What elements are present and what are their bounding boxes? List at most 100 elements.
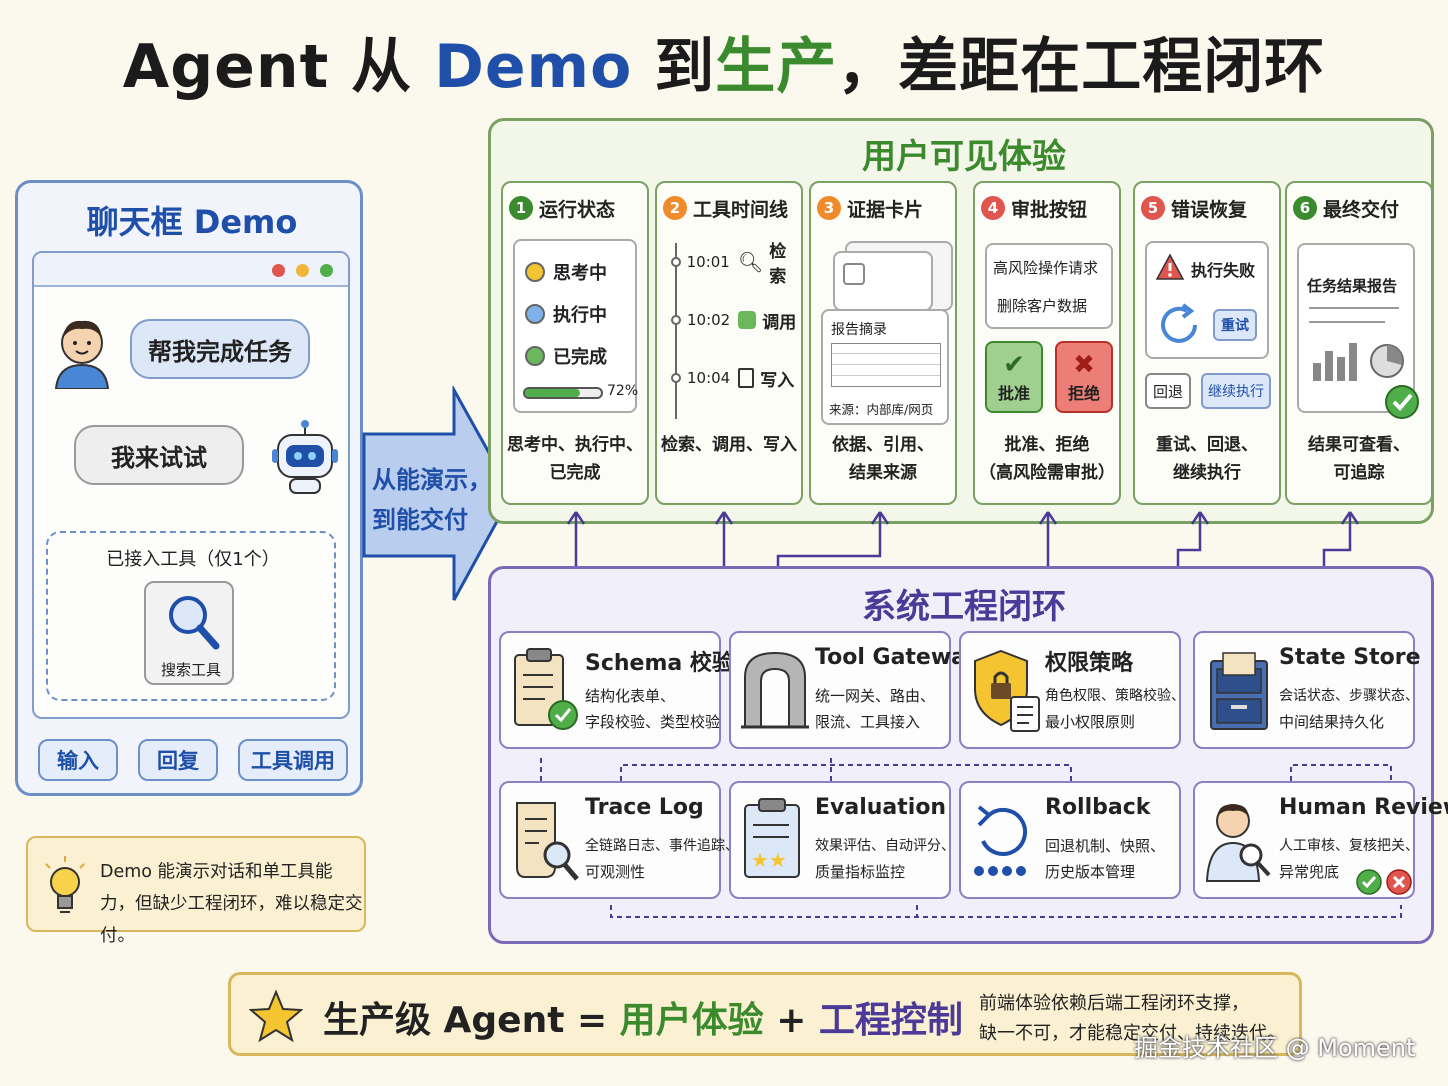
robot-icon [272,420,338,494]
step-number-badge: 1 [509,196,533,220]
timeline-label: 检索 [769,242,787,287]
formula-side-note: 前端体验依赖后端工程闭环支撑， 缺一不可，才能稳定交付、持续迭代。 [979,989,1299,1049]
ux-card-header: 2 工具时间线 [663,193,803,223]
status-box: 思考中 执行中 已完成 72% [513,239,639,413]
retry-button[interactable]: 重试 [1213,309,1257,341]
ux-card-title: 运行状态 [539,198,616,221]
lightbulb-icon [45,856,85,913]
approve-reject-icons [1356,869,1412,895]
sys-card-permission-policy: 权限策略 角色权限、策略校验、 最小权限原则 [959,631,1185,749]
arrow-caption: 从能演示， 到能交付 [372,460,492,540]
user-message-bubble: 帮我完成任务 [130,319,310,379]
page-title: Agent 从 Demo 到生产，差距在工程闭环 [122,32,1326,102]
caption-line2: （高风险需审批） [979,463,1115,483]
reviewer-person-icon [1205,804,1271,882]
sys-card-desc: 角色权限、策略校验、 最小权限原则 [1045,683,1185,735]
approve-label: 批准 [997,384,1030,403]
status-done-label: 已完成 [553,347,607,368]
arrowhead-icon [714,511,734,525]
report-chart-icon [1313,343,1404,381]
status-done: 已完成 [525,341,635,371]
sys-card-title: Trace Log [585,795,704,820]
user-avatar-icon [54,320,110,389]
search-icon: 🔍︎ [737,250,764,274]
sys-card-desc: 会话状态、步骤状态、 中间结果持久化 [1279,683,1419,735]
desc-line2: 中间结果持久化 [1279,713,1385,731]
caption-line1: 重试、回退、 [1156,435,1258,455]
formula-eng: 工程控制 [818,1000,963,1041]
sys-card-title: 权限策略 [1045,651,1134,676]
gateway-arch-icon [741,651,809,729]
sys-card-tool-gateway: Tool Gateway 统一网关、路由、 限流、工具接入 [729,631,980,749]
ux-card-caption: 结果可查看、 可追踪 [1287,431,1431,487]
rollback-button[interactable]: 回退 [1145,373,1191,409]
connector-arrow [776,512,882,570]
timeline-node-icon [671,315,681,325]
sys-card-desc: 效果评估、自动评分、 质量指标监控 [815,833,955,885]
timeline-item: 10:04 写入 [671,363,794,393]
arrow-caption-line2: 到能交付 [372,506,468,534]
evidence-summary-label: 报告摘录 [831,322,887,338]
evidence-table [831,343,941,387]
caption-line2: 继续执行 [1173,463,1241,483]
timeline-item: 10:02 调用 [671,305,796,335]
ux-card-approval: 4 审批按钮 高风险操作请求 删除客户数据 ✔︎ 批准 ✖︎ 拒绝 批准、拒绝 … [973,181,1121,505]
sys-card-evaluation: ★★ Evaluation 效果评估、自动评分、 质量指标监控 [729,781,955,899]
input-button[interactable]: 输入 [38,739,118,781]
sys-card-desc: 结构化表单、 字段校验、类型校验 [585,683,725,735]
ux-card-tool-timeline: 2 工具时间线 10:01 🔍︎ 检索 10:02 调用 10:04 写入 检索… [655,181,803,505]
search-tool[interactable]: 搜索工具 [144,581,234,685]
progress-label: 72% [607,383,639,399]
minimize-dot-icon [296,264,309,277]
approve-button[interactable]: ✔︎ 批准 [985,341,1043,413]
formula-ux: 用户体验 [619,1000,764,1041]
note-box: Demo 能演示对话和单工具能力，但缺少工程闭环，难以稳定交付。 [26,836,366,946]
scroll-magnifier-icon [516,802,579,881]
step-number-badge: 3 [817,196,841,220]
side-line1: 前端体验依赖后端工程闭环支撑， [979,993,1249,1014]
caption-line2: 结果来源 [849,463,917,483]
error-box: 执行失败 重试 [1145,241,1269,359]
reply-button[interactable]: 回复 [138,739,218,781]
ux-card-evidence: 3 证据卡片 报告摘录 来源：内部库/网页 依据、引用、 结果来源 [809,181,957,505]
desc-line1: 人工审核、复核把关、 [1279,838,1419,854]
desc-line1: 角色权限、策略校验、 [1045,688,1185,704]
status-running-label: 执行中 [553,305,607,326]
ux-card-header: 6 最终交付 [1293,193,1433,223]
ux-card-final-delivery: 6 最终交付 任务结果报告 结果可查看、 可追踪 [1285,181,1433,505]
close-dot-icon [272,264,285,277]
ux-card-caption: 重试、回退、 继续执行 [1135,431,1279,487]
ux-card-caption: 依据、引用、 结果来源 [811,431,955,487]
connector-arrow [1322,512,1352,570]
continue-button[interactable]: 继续执行 [1201,373,1271,409]
sys-card-schema: Schema 校验 结构化表单、 字段校验、类型校验 [499,631,734,749]
connector-arrow [1176,512,1202,570]
step-number-badge: 6 [1293,196,1317,220]
maximize-dot-icon [320,264,333,277]
sys-card-title: Rollback [1045,795,1151,820]
check-circle-icon [1385,385,1419,419]
watermark: 掘金技术社区 @ Moment [1134,1034,1416,1062]
caption-line2: 可追踪 [1333,463,1385,483]
document-icon [738,368,755,388]
green-dot-icon [525,346,545,366]
connected-tools-box: 已接入工具（仅1个） 搜索工具 [46,531,336,701]
report-line [1309,307,1399,309]
rollback-icon [974,805,1028,876]
reject-button[interactable]: ✖︎ 拒绝 [1055,341,1113,413]
tools-label: 已接入工具（仅1个） [106,549,280,570]
blue-dot-icon [525,304,545,324]
sys-card-title: Schema 校验 [585,651,734,676]
sys-card-title: Tool Gateway [815,645,980,670]
timeline-time: 10:02 [687,311,731,329]
shield-lock-icon [974,649,1040,732]
reject-label: 拒绝 [1067,384,1100,403]
evidence-card: 报告摘录 来源：内部库/网页 [821,309,949,425]
report-line [1309,321,1385,323]
side-line2: 缺一不可，才能稳定交付、持续迭代。 [979,1023,1285,1044]
sys-card-title: State Store [1279,645,1421,670]
step-number-badge: 4 [981,196,1005,220]
warning-icon [1155,253,1185,280]
caption-line1: 批准、拒绝 [1004,435,1090,455]
tool-call-button[interactable]: 工具调用 [238,739,348,781]
